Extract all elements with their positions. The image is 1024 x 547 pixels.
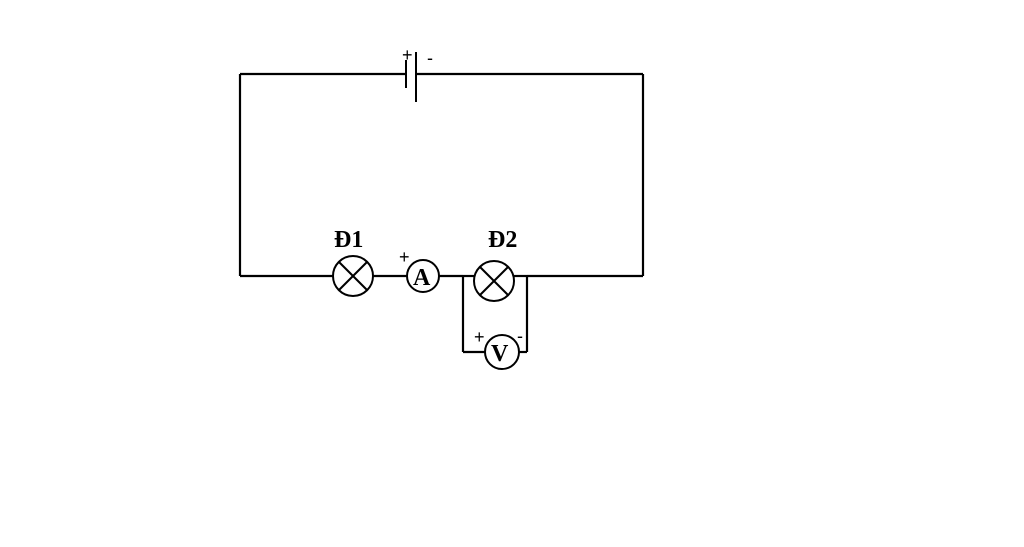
voltmeter-symbol: V	[491, 341, 509, 367]
ammeter-symbol: A	[413, 265, 431, 291]
voltmeter-plus-sign: +	[474, 327, 485, 347]
lamp2-icon	[473, 260, 515, 302]
voltmeter-icon	[484, 334, 520, 370]
battery-icon	[405, 52, 417, 102]
voltmeter-minus-sign: -	[517, 326, 523, 346]
battery-plus-sign: +	[402, 45, 413, 65]
ammeter-icon	[406, 259, 440, 293]
lamp1-icon	[332, 255, 374, 297]
battery-minus-sign: -	[427, 48, 433, 68]
lamp2-label: Đ2	[488, 227, 517, 253]
lamp1-label: Đ1	[334, 227, 363, 253]
ammeter-plus-sign: +	[399, 247, 410, 267]
